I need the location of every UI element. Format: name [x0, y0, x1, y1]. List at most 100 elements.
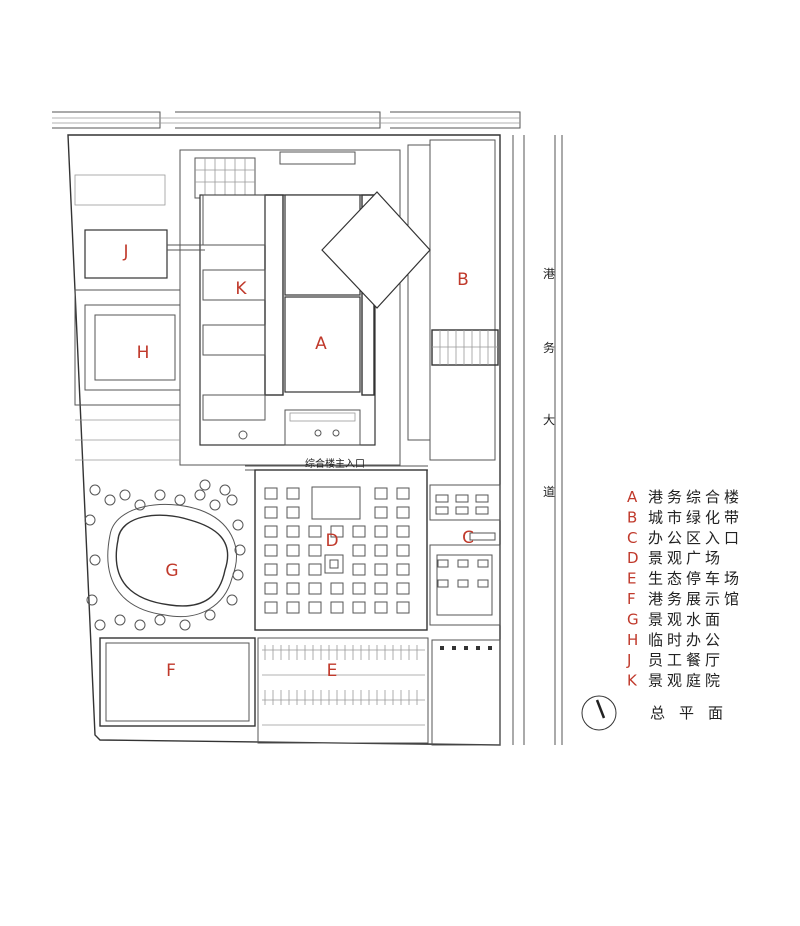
- tree: [89, 484, 101, 496]
- plaza-planter: [352, 544, 366, 557]
- main-entrance-band: 综合楼主入口: [245, 457, 428, 471]
- plaza-planter: [396, 525, 410, 538]
- zone-label-D: D: [325, 531, 338, 551]
- parking-stall: [457, 579, 469, 588]
- zone-label-H: H: [137, 343, 150, 363]
- zone-label-K: K: [235, 279, 247, 299]
- tree: [232, 569, 244, 581]
- legend-letter: D: [627, 549, 639, 567]
- parking-stall: [455, 506, 469, 515]
- legend-item-name: 临时办公: [648, 631, 724, 649]
- legend-letter: E: [627, 570, 636, 588]
- plaza-planter: [264, 563, 278, 576]
- parking-stall: [477, 579, 489, 588]
- plaza-planter: [264, 525, 278, 538]
- plaza-planter: [264, 544, 278, 557]
- east-parking-block: [431, 639, 501, 746]
- tree: [154, 614, 166, 626]
- bollard: [452, 646, 456, 650]
- staff-canteen-building: [84, 229, 205, 279]
- road-name-char: 道: [543, 485, 555, 499]
- parking-stalls: [435, 494, 489, 588]
- ecological-parking-lot: [257, 637, 429, 744]
- legend-letter: J: [626, 651, 631, 669]
- plaza-planter: [286, 525, 300, 538]
- plaza-planter: [396, 582, 410, 595]
- legend-item-name: 城市绿化带: [648, 508, 743, 526]
- road-name-char: 务: [543, 340, 555, 355]
- road-name-char: 大: [543, 413, 555, 427]
- tree: [226, 494, 238, 506]
- parking-dots: [440, 646, 492, 650]
- port-avenue-road: [512, 135, 563, 745]
- main-building-complex: [179, 149, 431, 466]
- plaza-planter: [330, 601, 344, 614]
- plaza-planter: [396, 563, 410, 576]
- parking-stall: [475, 494, 489, 503]
- plaza-planter: [352, 601, 366, 614]
- tree: [219, 484, 231, 496]
- legend-letter: C: [627, 529, 637, 547]
- plaza-planter: [286, 582, 300, 595]
- bollard: [476, 646, 480, 650]
- parking-stall: [455, 494, 469, 503]
- plaza-planter: [396, 544, 410, 557]
- main-entrance-label: 综合楼主入口: [305, 457, 365, 470]
- plaza-planter: [374, 506, 388, 519]
- landscape-water-garden: [84, 479, 246, 631]
- legend-letter: B: [627, 508, 637, 526]
- road-name-char: 港: [543, 267, 555, 281]
- drawing-title: 总平面: [650, 704, 737, 722]
- plaza-planter: [374, 544, 388, 557]
- tree: [209, 499, 221, 511]
- plaza-planter: [352, 563, 366, 576]
- plaza-planter: [286, 601, 300, 614]
- parking-stall: [475, 506, 489, 515]
- tree: [234, 544, 246, 556]
- legend-item-name: 生态停车场: [648, 570, 743, 588]
- tree: [94, 619, 106, 631]
- plaza-planter: [264, 601, 278, 614]
- zone-labels: A B C D E F G H J K: [122, 242, 473, 681]
- parking-stall: [435, 506, 449, 515]
- exhibition-hall: [99, 637, 256, 727]
- plaza-planter: [396, 506, 410, 519]
- zone-label-G: G: [165, 561, 178, 581]
- plaza-planter: [374, 601, 388, 614]
- parking-stall: [457, 559, 469, 568]
- road-name-label: 港 务 大 道: [543, 267, 555, 499]
- plaza-planter: [352, 525, 366, 538]
- temporary-office-area: [74, 289, 181, 461]
- tree: [86, 594, 98, 606]
- plaza-planter: [330, 582, 344, 595]
- plaza-planter: [264, 487, 278, 500]
- plaza-planter: [308, 544, 322, 557]
- landscape-plaza: [254, 469, 428, 631]
- bollard: [488, 646, 492, 650]
- plaza-planter: [374, 525, 388, 538]
- legend-letter: G: [627, 610, 639, 628]
- parking-rows: [262, 645, 425, 726]
- plaza-planter: [286, 506, 300, 519]
- tree: [89, 554, 101, 566]
- parking-stall: [437, 559, 449, 568]
- zone-label-J: J: [122, 242, 128, 262]
- plaza-planter: [330, 525, 344, 538]
- legend-letter: H: [627, 631, 638, 649]
- zone-label-B: B: [457, 270, 469, 290]
- parking-stall: [435, 494, 449, 503]
- tree: [134, 619, 146, 631]
- plaza-planter: [308, 563, 322, 576]
- tree: [232, 519, 244, 531]
- plaza-planter: [374, 487, 388, 500]
- office-entrance-parking: [429, 484, 501, 626]
- plaza-planter: [286, 544, 300, 557]
- tree: [84, 514, 96, 526]
- tree: [199, 479, 211, 491]
- plaza-planter: [286, 563, 300, 576]
- legend-letter: F: [627, 590, 636, 608]
- bollard: [440, 646, 444, 650]
- plaza-planter: [374, 563, 388, 576]
